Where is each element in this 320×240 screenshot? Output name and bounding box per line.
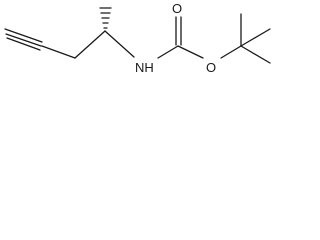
atom-label-ester-o: O [206,60,216,75]
tbu-methyl-right [240,28,271,47]
tbu-methyl-down [240,45,271,64]
bond-carbonyl-o [177,45,204,59]
bond-to-stereocenter [74,30,106,59]
structure-diagram: O NH O [4,1,271,75]
bond-to-nitrogen [104,30,135,58]
bond-o-tbu [220,45,242,59]
triple-bond-line-1 [4,28,43,43]
triple-bond-line-3 [6,37,41,51]
triple-bond-line-2 [5,33,42,47]
bond-ch2-down [41,45,76,59]
atom-label-nh: NH [135,60,154,75]
atom-label-carbonyl-o: O [172,1,182,16]
bond-n-carbonyl [157,45,179,59]
